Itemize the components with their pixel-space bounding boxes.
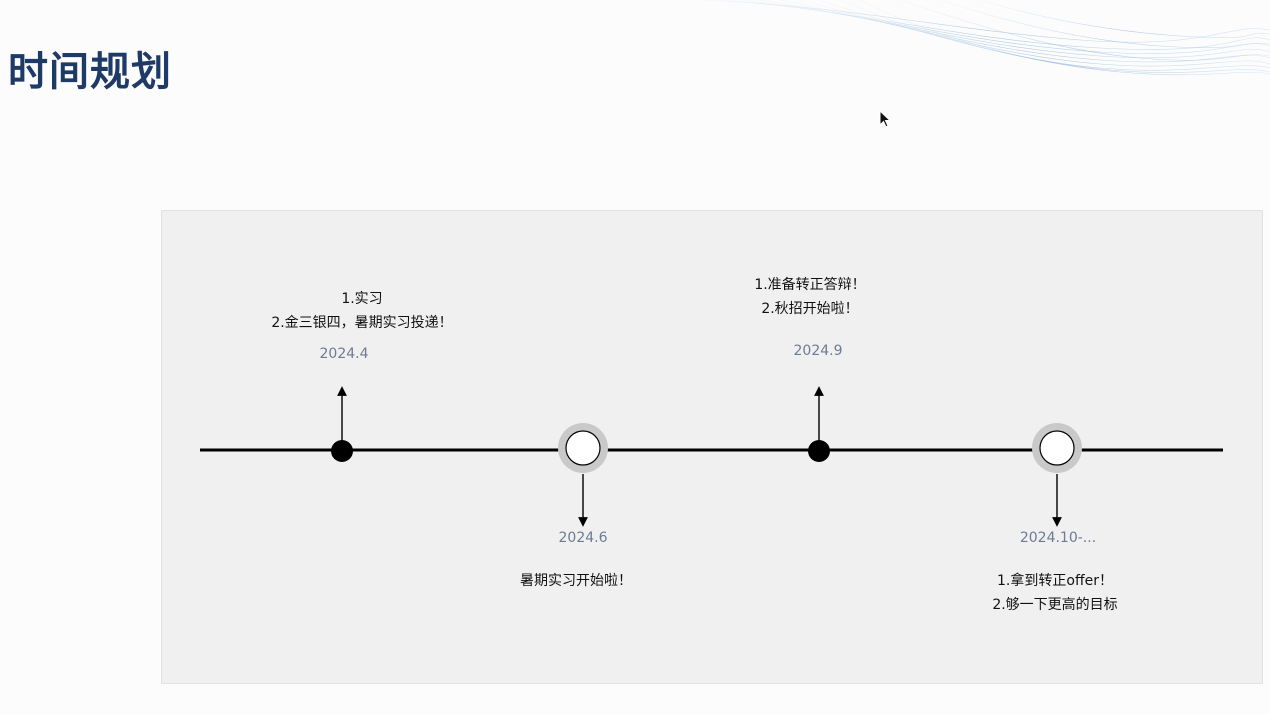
event-date: 2024.4 — [319, 346, 369, 362]
milestone-dot — [331, 440, 353, 462]
page-title: 时间规划 — [8, 49, 172, 95]
event-note: 1.拿到转正offer！ 2.够一下更高的目标 — [992, 569, 1117, 617]
event-note: 1.实习 2.金三银四，暑期实习投递！ — [271, 287, 452, 335]
wave-decoration — [700, 0, 1270, 76]
note-line: 2.秋招开始啦！ — [761, 301, 859, 317]
timeline-panel: 1.实习 2.金三银四，暑期实习投递！ 2024.4 2024.6 暑期实习开始… — [161, 210, 1263, 684]
event-note: 暑期实习开始啦！ — [520, 569, 632, 593]
note-line: 1.准备转正答辩！ — [754, 277, 866, 293]
note-line: 2.够一下更高的目标 — [992, 597, 1118, 613]
event-date: 2024.9 — [793, 343, 843, 359]
mouse-cursor-icon — [879, 110, 892, 128]
note-line: 1.实习 — [341, 291, 383, 307]
timeline-graphic — [200, 386, 1223, 527]
note-line: 1.拿到转正offer！ — [997, 573, 1113, 589]
milestone-dot — [808, 440, 830, 462]
note-line: 2.金三银四，暑期实习投递！ — [271, 315, 453, 331]
event-note: 1.准备转正答辩！ 2.秋招开始啦！ — [754, 273, 865, 321]
event-date: 2024.6 — [558, 530, 608, 546]
note-line: 暑期实习开始啦！ — [520, 573, 632, 589]
event-date: 2024.10-... — [1019, 530, 1097, 546]
